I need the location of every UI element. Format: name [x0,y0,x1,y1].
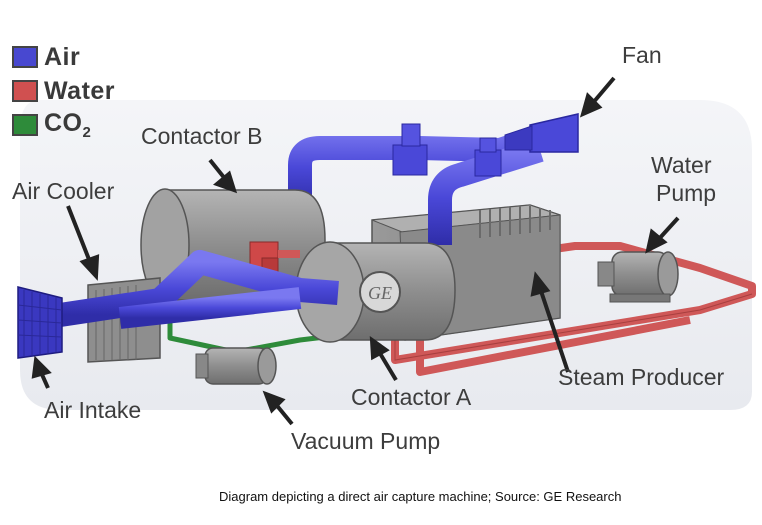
legend-swatch-co2 [12,114,38,136]
label-contactor-b: Contactor B [141,123,263,149]
vacuum-pump [195,347,277,385]
legend-item-air: Air [12,40,115,74]
legend-label-co2: CO2 [44,109,91,141]
caption: Diagram depicting a direct air capture m… [219,489,622,504]
label-air-cooler: Air Cooler [12,178,115,204]
legend-label-co2-text: CO [44,109,83,137]
label-vacuum-pump: Vacuum Pump [291,428,441,454]
legend-item-water: Water [12,74,115,108]
svg-text:GE: GE [368,283,392,303]
legend-label-water: Water [44,76,116,105]
water-connector [249,241,300,277]
fan [504,113,579,153]
label-steam-producer: Steam Producer [558,364,725,390]
water-pump [597,251,679,303]
label-water-pump-line2: Pump [656,180,717,206]
air-duct-upper [288,118,564,245]
legend: Air Water CO2 [12,40,115,142]
pointer-arrows [31,76,680,426]
air-pipe-main [58,250,339,329]
label-water-pump-line1: Water [651,152,712,178]
air-intake [17,286,63,359]
label-contactor-a: Contactor A [351,384,472,410]
legend-item-co2: CO2 [12,108,115,142]
ge-logo-icon [359,271,401,313]
label-air-intake: Air Intake [44,397,142,423]
legend-swatch-water [12,80,38,102]
legend-swatch-air [12,46,38,68]
legend-label-co2-subscript: 2 [82,124,92,141]
legend-label-air: Air [44,42,81,71]
label-fan: Fan [622,42,662,68]
